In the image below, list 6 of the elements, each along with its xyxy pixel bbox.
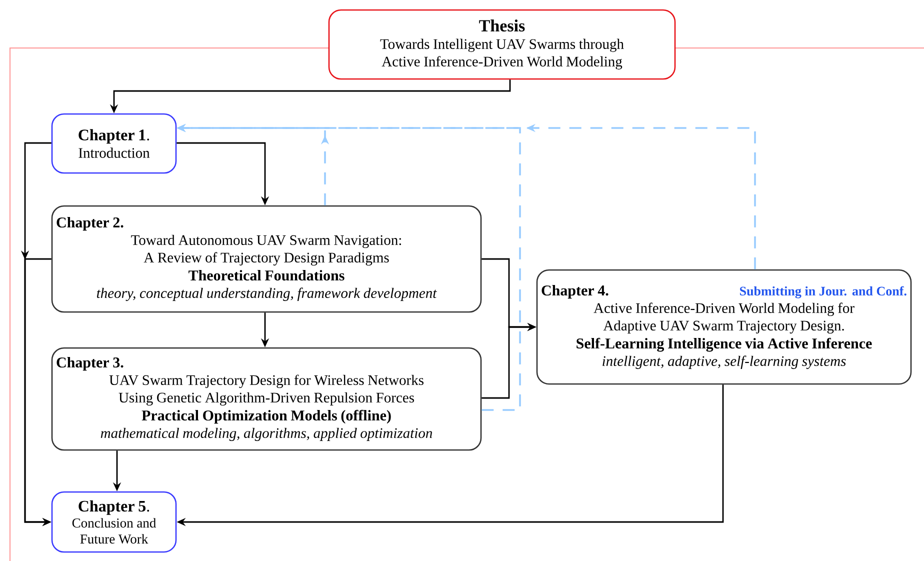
chapter-box: Chapter 4. Submitting in Jour. and Conf. Active Inference-Driven World Modeling for Adaptive UAV Swarm Trajectory Design. Self-Learning Intelligence via Active Inference intelligent, adaptive, self-learning systems [536, 269, 912, 385]
chapter-box: Chapter 2. Toward Autonomous UAV Swarm Navigation: A Review of Trajectory Design Paradigms Theoretical Foundations theory, conceptual understanding, framework development [51, 205, 482, 313]
thesis-box: Thesis Towards Intelligent UAV Swarms through Active Inference-Driven World Modeling [328, 9, 676, 80]
chapter-box: Chapter 3. UAV Swarm Trajectory Design for Wireless Networks Using Genetic Algorithm-Driven Repulsion Forces Practical Optimization Models (offline) mathematical modeling, algorithms, applied optimization [51, 347, 482, 451]
chapter-box: Chapter 1. Introduction [51, 113, 177, 174]
chapter-box: Chapter 5. Conclusion and Future Work [51, 491, 177, 553]
